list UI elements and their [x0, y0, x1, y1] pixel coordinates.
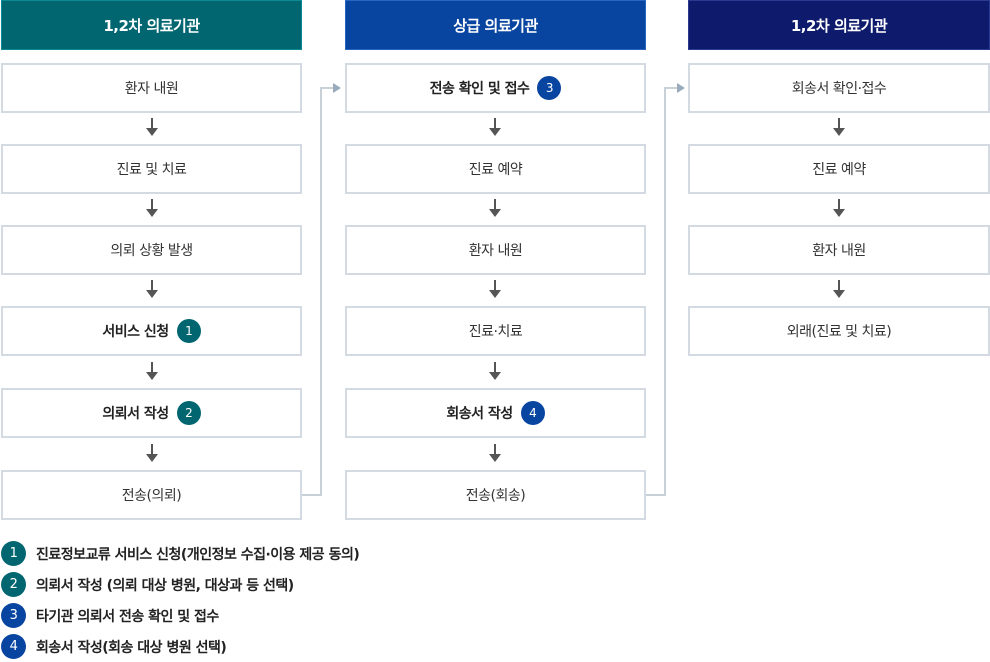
step-patient-visit: 환자 내원 — [1, 63, 302, 113]
step-patient-visit: 환자 내원 — [688, 225, 990, 275]
legend: 1 진료정보교류 서비스 신청(개인정보 수집·이용 제공 동의) 2 의뢰서 … — [0, 538, 360, 662]
step-confirm-return: 회송서 확인·접수 — [688, 63, 990, 113]
step-referral-occurs: 의뢰 상황 발생 — [1, 225, 302, 275]
step-send-return: 전송(회송) — [345, 470, 646, 520]
connector-line — [664, 87, 678, 89]
arrow-down-icon — [146, 280, 158, 300]
legend-item: 3 타기관 의뢰서 전송 확인 및 접수 — [0, 600, 359, 631]
step-service-application: 서비스 신청 1 — [1, 306, 302, 356]
connector-line — [302, 494, 322, 496]
legend-text: 타기관 의뢰서 전송 확인 및 접수 — [36, 608, 219, 625]
step-label: 서비스 신청 — [102, 324, 169, 340]
connector-line — [320, 88, 322, 496]
arrow-down-icon — [146, 118, 158, 138]
legend-badge: 4 — [1, 634, 26, 659]
step-appointment: 진료 예약 — [688, 144, 990, 194]
legend-item: 4 회송서 작성(회송 대상 병원 선택) — [0, 631, 359, 662]
column-header-tertiary-hospital: 상급 의료기관 — [345, 0, 646, 50]
legend-badge: 1 — [1, 541, 26, 566]
legend-badge: 2 — [1, 572, 26, 597]
step-badge: 4 — [520, 401, 545, 425]
step-label: 환자 내원 — [124, 81, 179, 97]
step-confirm-receive: 전송 확인 및 접수 3 — [345, 63, 646, 113]
legend-text: 회송서 작성(회송 대상 병원 선택) — [36, 639, 227, 656]
arrow-down-icon — [146, 362, 158, 382]
step-patient-visit: 환자 내원 — [345, 225, 646, 275]
step-label: 진료 예약 — [468, 162, 523, 178]
step-label: 회송서 작성 — [446, 406, 513, 422]
step-label: 전송(의뢰) — [121, 488, 182, 504]
arrow-down-icon — [833, 118, 845, 138]
step-label: 진료·치료 — [468, 324, 523, 340]
arrow-down-icon — [489, 362, 501, 382]
step-label: 의뢰서 작성 — [102, 406, 169, 422]
step-badge: 2 — [176, 401, 201, 425]
step-label: 회송서 확인·접수 — [791, 81, 887, 97]
column-header-return-clinic: 1,2차 의료기관 — [688, 0, 990, 50]
step-label: 진료 예약 — [812, 162, 866, 178]
step-label: 진료 및 치료 — [116, 162, 187, 178]
legend-text: 진료정보교류 서비스 신청(개인정보 수집·이용 제공 동의) — [36, 546, 360, 563]
arrow-down-icon — [489, 118, 501, 138]
step-treatment: 진료·치료 — [345, 306, 646, 356]
step-write-referral: 의뢰서 작성 2 — [1, 388, 302, 438]
arrow-down-icon — [489, 199, 501, 219]
step-label: 환자 내원 — [812, 243, 866, 259]
step-label: 환자 내원 — [468, 243, 523, 259]
arrow-down-icon — [146, 444, 158, 464]
step-label: 외래(진료 및 치료) — [786, 324, 892, 340]
legend-badge: 3 — [1, 603, 26, 628]
arrow-right-icon — [677, 83, 685, 93]
legend-item: 2 의뢰서 작성 (의뢰 대상 병원, 대상과 등 선택) — [0, 569, 359, 600]
step-badge: 3 — [537, 76, 562, 100]
step-label: 전송(회송) — [465, 488, 526, 504]
step-badge: 1 — [176, 319, 201, 343]
connector-line — [320, 87, 334, 89]
arrow-down-icon — [146, 199, 158, 219]
arrow-down-icon — [489, 444, 501, 464]
step-outpatient: 외래(진료 및 치료) — [688, 306, 990, 356]
connector-line — [646, 494, 666, 496]
arrow-right-icon — [333, 83, 341, 93]
legend-text: 의뢰서 작성 (의뢰 대상 병원, 대상과 등 선택) — [36, 577, 294, 594]
step-label: 의뢰 상황 발생 — [110, 243, 193, 259]
column-header-referring-clinic: 1,2차 의료기관 — [1, 0, 302, 50]
step-write-return: 회송서 작성 4 — [345, 388, 646, 438]
connector-line — [664, 88, 666, 496]
legend-item: 1 진료정보교류 서비스 신청(개인정보 수집·이용 제공 동의) — [0, 538, 360, 569]
arrow-down-icon — [489, 280, 501, 300]
step-appointment: 진료 예약 — [345, 144, 646, 194]
step-label: 전송 확인 및 접수 — [429, 81, 530, 97]
step-treatment: 진료 및 치료 — [1, 144, 302, 194]
step-send-referral: 전송(의뢰) — [1, 470, 302, 520]
arrow-down-icon — [833, 280, 845, 300]
arrow-down-icon — [833, 199, 845, 219]
